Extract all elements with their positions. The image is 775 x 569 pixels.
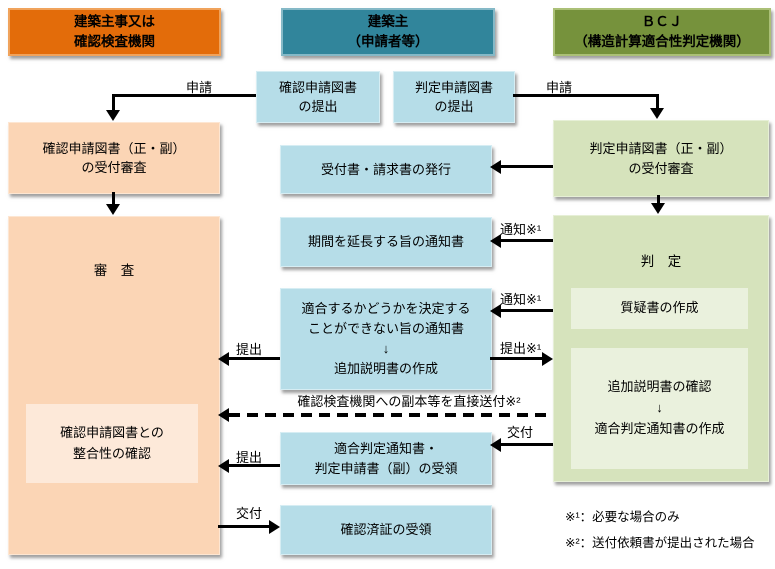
notice2-arrow-line xyxy=(501,309,553,312)
deliver-right-arrowhead-icon xyxy=(490,438,501,452)
submit1-arrow-line xyxy=(229,357,280,360)
footnote-1: ※¹：必要な場合のみ xyxy=(565,510,680,524)
notice1-arrow-line xyxy=(501,239,553,242)
header-bcj: ＢＣＪ （構造計算適合性判定機関） xyxy=(553,8,771,56)
notice1-arrowhead-icon xyxy=(490,234,501,248)
apply-left-arrowhead-icon xyxy=(106,110,120,121)
apply-left-arrow-drop xyxy=(112,94,115,112)
box-judgement-acceptance-review: 判定申請図書（正・副） の受付審査 xyxy=(553,120,769,197)
header-building-official: 建築主事又は 確認検査機関 xyxy=(8,8,221,56)
box-confirmation-acceptance-review: 確認申請図書（正・副） の受付審査 xyxy=(8,122,220,194)
box-undecidable-notice: 適合するかどうかを決定する ことができない旨の通知書 ↓ 追加説明書の作成 xyxy=(280,288,492,390)
notice2-label: 通知※¹ xyxy=(500,292,542,307)
apply-right-arrow-line xyxy=(513,94,659,97)
receipt-arrowhead-icon xyxy=(490,160,501,174)
box-receive-judgement-notice: 適合判定通知書・ 判定申請書（副）の受領 xyxy=(280,432,492,485)
submit-conditional-arrowhead-icon xyxy=(542,352,553,366)
deliver-right-label: 交付 xyxy=(507,425,534,440)
deliver-left-label: 交付 xyxy=(236,506,263,521)
box-examination: 審 査 確認申請図書との 整合性の確認 xyxy=(8,216,220,555)
box-inquiry-doc: 質疑書の作成 xyxy=(571,288,748,329)
box-additional-doc-check: 追加説明書の確認 ↓ 適合判定通知書の作成 xyxy=(571,348,748,469)
footnote-2: ※²：送付依頼書が提出された場合 xyxy=(565,536,755,550)
apply-right-arrow-drop xyxy=(656,94,659,110)
right-flow-arrowhead-icon xyxy=(651,203,665,214)
header-building-owner: 建築主 （申請者等） xyxy=(281,8,495,56)
submit-conditional-arrow-line xyxy=(490,357,542,360)
box-submit-confirmation-docs: 確認申請図書 の提出 xyxy=(256,71,380,123)
submit1-label: 提出 xyxy=(236,342,263,357)
deliver-left-arrow-line xyxy=(218,525,269,528)
submit2-arrow-line xyxy=(229,464,280,467)
submit2-label: 提出 xyxy=(236,450,263,465)
submit1-arrowhead-icon xyxy=(218,352,229,366)
judgement-title: 判 定 xyxy=(640,254,682,269)
direct-send-arrowhead-icon xyxy=(218,408,229,422)
direct-send-dashed-line xyxy=(229,413,553,417)
box-receive-certificate: 確認済証の受領 xyxy=(280,505,492,555)
submit2-arrowhead-icon xyxy=(218,459,229,473)
box-extension-notice: 期間を延長する旨の通知書 xyxy=(280,217,492,267)
box-receipt-invoice: 受付書・請求書の発行 xyxy=(280,145,492,194)
apply-left-arrow-line xyxy=(112,94,256,97)
apply-right-label: 申請 xyxy=(546,80,573,95)
left-flow-arrowhead-icon xyxy=(106,204,120,215)
notice2-arrowhead-icon xyxy=(490,304,501,318)
notice1-label: 通知※¹ xyxy=(500,222,542,237)
box-submit-judgement-docs: 判定申請図書 の提出 xyxy=(393,71,515,123)
apply-left-label: 申請 xyxy=(186,80,213,95)
apply-right-arrowhead-icon xyxy=(650,108,664,119)
left-flow-arrow-line xyxy=(112,192,115,205)
right-flow-arrow-line xyxy=(657,195,660,205)
receipt-arrow-line xyxy=(501,165,553,168)
deliver-right-arrow-line xyxy=(501,443,553,446)
direct-send-label: 確認検査機関への副本等を直接送付※² xyxy=(297,394,521,409)
deliver-left-arrowhead-icon xyxy=(269,520,280,534)
box-consistency-check: 確認申請図書との 整合性の確認 xyxy=(26,404,198,483)
examination-title: 審 査 xyxy=(93,263,135,278)
submit-conditional-label: 提出※¹ xyxy=(500,341,542,356)
box-judgement: 判 定 質疑書の作成 追加説明書の確認 ↓ 適合判定通知書の作成 xyxy=(553,215,769,482)
